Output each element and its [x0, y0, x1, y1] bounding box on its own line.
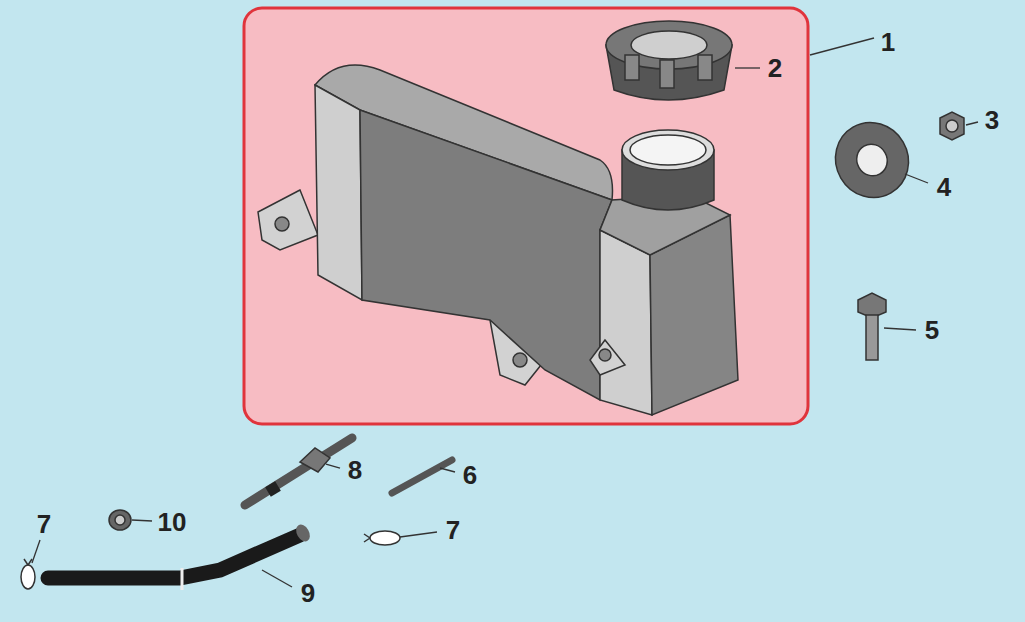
callout-number: 4 [937, 174, 951, 200]
callout-number: 6 [463, 462, 477, 488]
callout-number: 2 [768, 55, 782, 81]
hose-clamp [109, 510, 131, 530]
callout-number: 9 [301, 580, 315, 606]
bolt [858, 293, 886, 360]
callout-number: 7 [37, 511, 51, 537]
fuel-tank [258, 65, 738, 415]
tank-cap [606, 21, 732, 100]
assembly-frame [244, 8, 808, 424]
callout-number: 7 [446, 517, 460, 543]
callout-number: 8 [348, 457, 362, 483]
pin [392, 460, 452, 493]
hose-clip [21, 531, 400, 589]
leader-lines [32, 38, 978, 587]
callout-number: 3 [985, 107, 999, 133]
fuel-fitting [245, 438, 352, 505]
callout-number: 1 [881, 29, 895, 55]
washer [822, 109, 922, 211]
callout-number: 10 [158, 509, 187, 535]
callout-number: 5 [925, 317, 939, 343]
nut [940, 112, 964, 140]
